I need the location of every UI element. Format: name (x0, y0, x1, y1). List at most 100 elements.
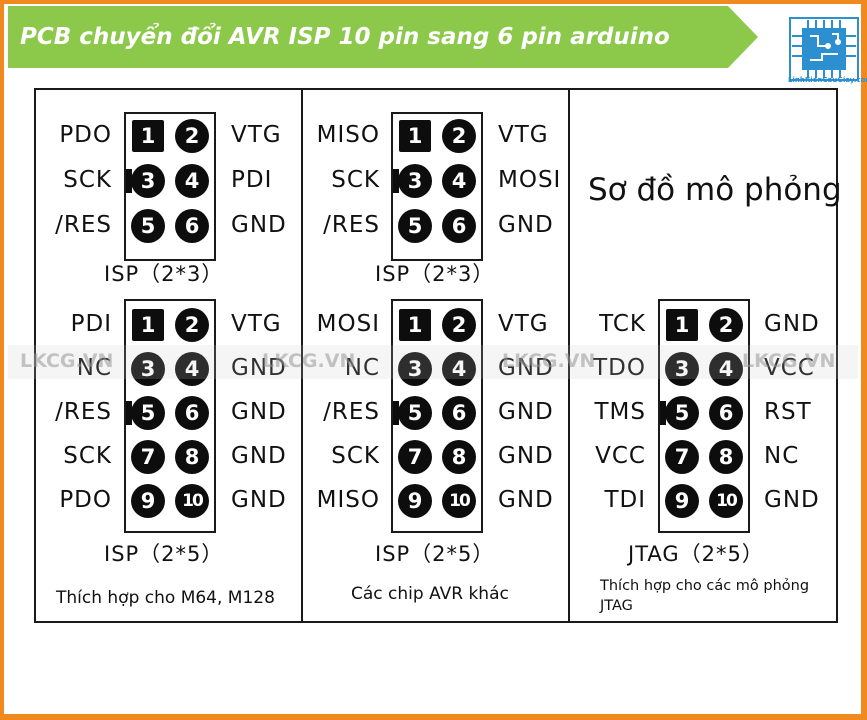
watermark-3: LKCG.VN (502, 350, 596, 372)
pin-2: 2 (442, 308, 476, 342)
connector-key-notch (126, 401, 132, 425)
pin-9: 9 (131, 484, 165, 518)
pin-8: 8 (442, 440, 476, 474)
pin-2: 2 (175, 308, 209, 342)
pin-3: 3 (398, 352, 432, 386)
pin-5: 5 (398, 209, 432, 243)
watermark-1: LKCG.VN (20, 350, 114, 372)
pin-4: 4 (175, 352, 209, 386)
pin-label-left: SCK (63, 443, 112, 469)
connector-key-notch (393, 169, 399, 193)
pin-6: 6 (175, 396, 209, 430)
pin-label-left: PDI (70, 311, 112, 337)
pin-label-left: TDI (604, 487, 646, 513)
pin-6: 6 (709, 396, 743, 430)
pin-label-left: TMS (594, 399, 646, 425)
connector-caption: ISP（2*5） (104, 542, 224, 566)
pin-8: 8 (175, 440, 209, 474)
pin-4: 4 (709, 352, 743, 386)
pin-2: 2 (442, 119, 476, 153)
footer-left: Thích hợp cho M64, M128 (56, 588, 275, 608)
pin-label-left: /RES (323, 212, 380, 238)
title-banner-arrow (728, 6, 758, 68)
pin-label-right: GND (498, 355, 554, 381)
pin-label-right: GND (764, 487, 820, 513)
pin-5: 5 (131, 209, 165, 243)
pin-10: 10 (175, 484, 209, 518)
pin-label-right: VTG (498, 311, 549, 337)
column-divider-2 (568, 88, 570, 623)
pin-3: 3 (131, 352, 165, 386)
connector-caption: ISP（2*3） (375, 262, 495, 286)
pin-label-right: GND (231, 355, 287, 381)
pin-3: 3 (131, 164, 165, 198)
pin-label-left: SCK (331, 167, 380, 193)
simulation-heading: Sơ đồ mô phỏng (588, 172, 842, 208)
pin-2: 2 (709, 308, 743, 342)
pinout-table (34, 88, 838, 623)
circuit-chip-logo-icon (789, 17, 859, 81)
pin-label-right: GND (231, 399, 287, 425)
connector-caption: ISP（2*3） (104, 262, 224, 286)
pin-7: 7 (131, 440, 165, 474)
pin-label-left: MISO (316, 487, 380, 513)
pin-1: 1 (399, 120, 431, 152)
pin-label-left: /RES (55, 212, 112, 238)
pin-9: 9 (398, 484, 432, 518)
pin-6: 6 (175, 209, 209, 243)
pin-10: 10 (442, 484, 476, 518)
pin-label-right: VTG (231, 122, 282, 148)
pin-3: 3 (398, 164, 432, 198)
page-title: PCB chuyển đổi AVR ISP 10 pin sang 6 pin… (20, 24, 670, 50)
pin-label-right: GND (498, 212, 554, 238)
pin-7: 7 (398, 440, 432, 474)
pin-label-right: GND (498, 487, 554, 513)
pin-label-right: VTG (231, 311, 282, 337)
connector-key-notch (660, 401, 666, 425)
pin-label-left: /RES (55, 399, 112, 425)
pin-4: 4 (442, 164, 476, 198)
pin-label-left: TDO (593, 355, 646, 381)
pin-label-right: GND (231, 487, 287, 513)
connector-key-notch (393, 401, 399, 425)
watermark-4: LKCG.VN (742, 350, 836, 372)
logo-caption: LinhKienCauGiay.com (788, 76, 867, 84)
pin-label-left: MOSI (316, 311, 380, 337)
footer-right-line1: Thích hợp cho các mô phỏng (600, 578, 810, 594)
watermark-band (8, 345, 858, 379)
pin-label-left: SCK (331, 443, 380, 469)
pin-label-left: NC (344, 355, 380, 381)
pin-label-left: PDO (59, 122, 112, 148)
pin-label-right: VCC (764, 355, 815, 381)
pin-label-left: TCK (599, 311, 646, 337)
pin-8: 8 (709, 440, 743, 474)
title-banner (8, 6, 728, 68)
pin-6: 6 (442, 209, 476, 243)
column-divider-1 (301, 88, 303, 623)
pin-label-right: GND (498, 443, 554, 469)
footer-right-line2: JTAG (600, 598, 633, 614)
pin-label-right: MOSI (498, 167, 562, 193)
pin-5: 5 (398, 396, 432, 430)
pin-1: 1 (399, 309, 431, 341)
pin-3: 3 (665, 352, 699, 386)
footer-middle: Các chip AVR khác (351, 584, 509, 604)
pin-label-right: GND (498, 399, 554, 425)
pin-10: 10 (709, 484, 743, 518)
pin-1: 1 (132, 309, 164, 341)
pin-5: 5 (665, 396, 699, 430)
pin-label-left: SCK (63, 167, 112, 193)
connector-caption: ISP（2*5） (375, 542, 495, 566)
pin-label-right: PDI (231, 167, 273, 193)
pin-4: 4 (442, 352, 476, 386)
pin-label-right: GND (231, 212, 287, 238)
pin-7: 7 (665, 440, 699, 474)
pin-label-left: /RES (323, 399, 380, 425)
pin-1: 1 (666, 309, 698, 341)
pin-label-right: RST (764, 399, 812, 425)
connector-key-notch (126, 169, 132, 193)
pin-2: 2 (175, 119, 209, 153)
pin-label-left: MISO (316, 122, 380, 148)
pin-label-left: NC (76, 355, 112, 381)
